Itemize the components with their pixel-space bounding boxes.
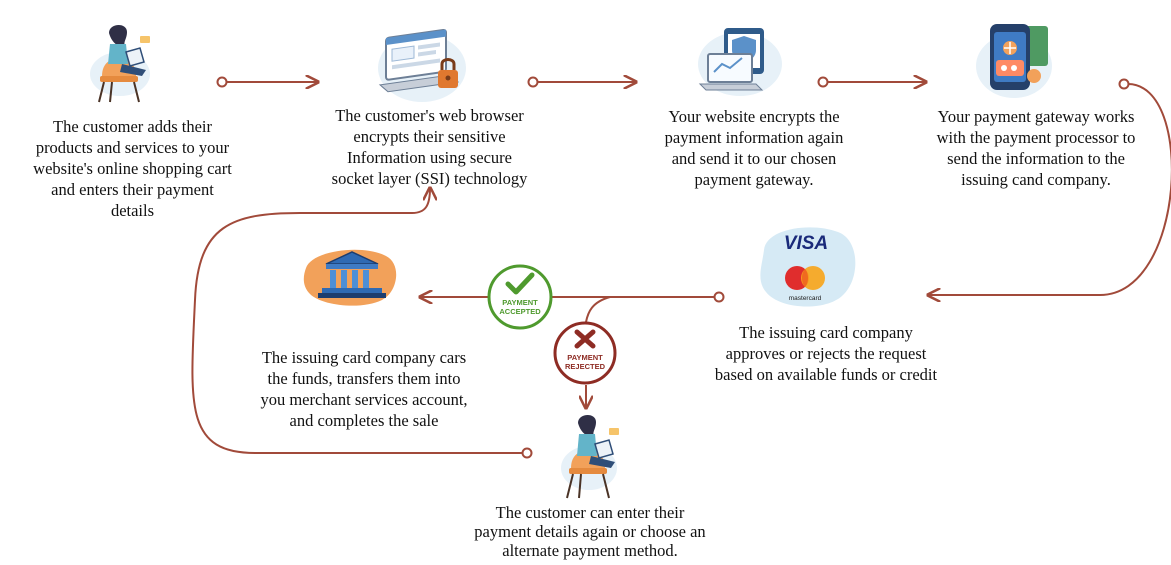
payment-rejected-badge: PAYMENT REJECTED bbox=[553, 321, 617, 385]
payment-accepted-badge: PAYMENT ACCEPTED bbox=[487, 264, 553, 330]
step-2-text: The customer's web browser encrypts thei… bbox=[331, 106, 528, 188]
customer-laptop-icon bbox=[90, 24, 150, 103]
payment-gateway-phone-icon bbox=[976, 24, 1052, 98]
step-6-text: The issuing card company cars the funds,… bbox=[260, 348, 468, 430]
visa-logo: VISA bbox=[784, 233, 828, 254]
step-1-text: The customer adds their products and ser… bbox=[33, 117, 232, 220]
arrow-retry-step2 bbox=[191, 188, 527, 454]
step-5-text: The issuing card company approves or rej… bbox=[714, 323, 938, 384]
mastercard-logo: mastercard bbox=[789, 295, 822, 302]
step-3-text: Your website encrypts the payment inform… bbox=[664, 107, 844, 189]
svg-text:PAYMENT: PAYMENT bbox=[502, 298, 538, 307]
svg-text:REJECTED: REJECTED bbox=[565, 362, 606, 371]
website-shield-icon bbox=[698, 28, 782, 96]
svg-text:ACCEPTED: ACCEPTED bbox=[499, 307, 541, 316]
x-icon bbox=[574, 329, 596, 349]
arrow-step5-rejected bbox=[585, 296, 611, 323]
arrow-step4-step5 bbox=[928, 83, 1171, 295]
svg-text:PAYMENT: PAYMENT bbox=[567, 353, 603, 362]
customer-laptop-icon bbox=[561, 414, 619, 499]
step-7-text: The customer can enter their payment det… bbox=[474, 503, 706, 560]
checkmark-icon bbox=[505, 272, 535, 295]
visa-mastercard-icon: VISA mastercard bbox=[760, 227, 856, 307]
step-4-text: Your payment gateway works with the paym… bbox=[936, 107, 1136, 189]
browser-lock-icon bbox=[378, 28, 466, 102]
bank-icon bbox=[303, 249, 397, 306]
